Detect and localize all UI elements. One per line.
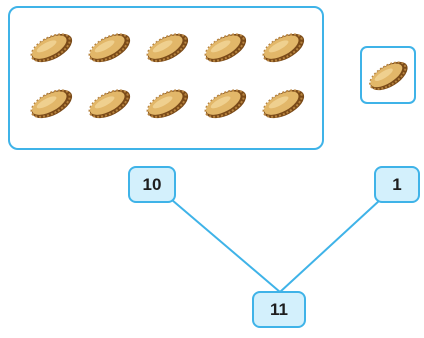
part-left-value: 10 xyxy=(142,174,162,194)
group-of-one-box xyxy=(360,46,416,104)
seed-icon xyxy=(84,82,136,126)
bond-line-left xyxy=(171,199,281,293)
seed-icon xyxy=(200,82,252,126)
part-left-box: 10 xyxy=(128,166,176,203)
bond-line-right xyxy=(279,199,381,293)
seed-icon xyxy=(26,26,78,70)
part-right-value: 1 xyxy=(392,174,402,194)
seed-icon xyxy=(258,82,310,126)
whole-value: 11 xyxy=(270,299,288,319)
seeds-ten xyxy=(26,26,310,126)
seed-icon xyxy=(142,26,194,70)
seed-icon xyxy=(364,55,414,97)
seed-icon xyxy=(258,26,310,70)
whole-box: 11 xyxy=(252,291,306,328)
seed-icon xyxy=(142,82,194,126)
seeds-one xyxy=(364,55,414,97)
seed-icon xyxy=(200,26,252,70)
part-right-box: 1 xyxy=(374,166,420,203)
group-of-ten-box xyxy=(8,6,324,150)
seed-icon xyxy=(26,82,78,126)
seed-icon xyxy=(84,26,136,70)
